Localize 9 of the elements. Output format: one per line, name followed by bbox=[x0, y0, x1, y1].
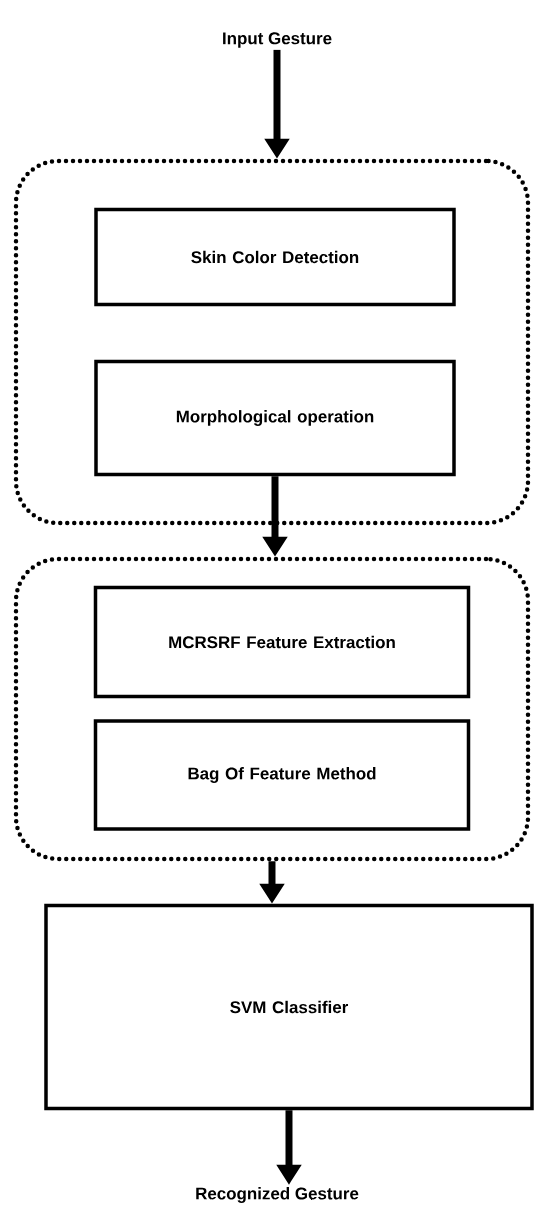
text-label: Recognized Gesture bbox=[196, 1187, 359, 1203]
process-box: Bag Of Feature Method bbox=[93, 719, 471, 831]
process-box: Morphological operation bbox=[94, 359, 456, 477]
dotted-group-box bbox=[13, 158, 531, 526]
process-box: MCRSRF Feature Extraction bbox=[93, 585, 471, 699]
text-label: Input Gesture bbox=[223, 32, 332, 48]
dotted-group-box bbox=[13, 556, 531, 862]
process-box: Skin Color Detection bbox=[94, 207, 456, 307]
process-box: SVM Classifier bbox=[44, 903, 534, 1111]
